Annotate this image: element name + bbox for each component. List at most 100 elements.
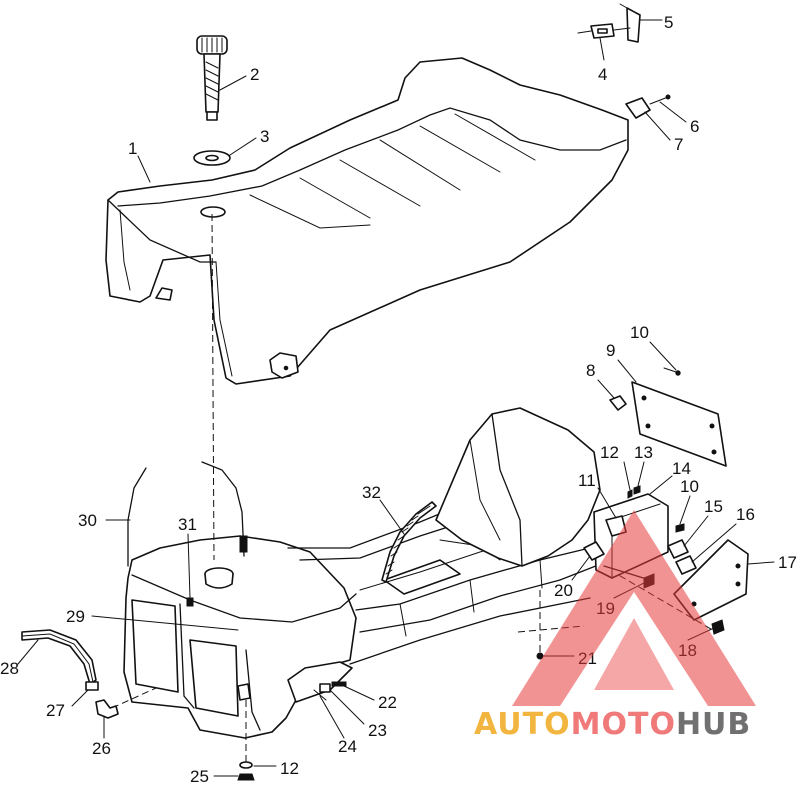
fuel-cap-stem (203, 53, 221, 113)
leader-3 (229, 137, 257, 156)
logo-text: AUTOMOTOHUB (474, 707, 751, 742)
leader-16 (691, 523, 737, 563)
callout-7: 7 (674, 135, 683, 154)
seat-mount-tab-rear (269, 352, 299, 379)
callout-16: 16 (736, 505, 755, 524)
vent-hose-30a (127, 467, 147, 567)
leader-17 (747, 561, 775, 565)
washer-12-lower (239, 761, 253, 769)
fuel-cap-tip (206, 111, 218, 121)
screw-10-head (675, 370, 681, 376)
rail-lower-inner (359, 561, 607, 633)
callout-4: 4 (598, 65, 607, 84)
clip-23 (319, 683, 331, 693)
leader-lines (17, 19, 775, 777)
seat-rib-3 (339, 159, 421, 207)
washer-hole (205, 154, 219, 162)
callout-12-lower: 12 (280, 759, 299, 778)
tank-top-edge (131, 574, 357, 623)
seat-front-inner (119, 209, 131, 291)
leader-11 (597, 487, 617, 519)
rail-cross-2 (469, 579, 475, 613)
mud-flap-9 (631, 381, 727, 467)
callout-1: 1 (128, 139, 137, 158)
fuel-line-32-hatch (385, 505, 431, 575)
callout-29: 29 (66, 607, 85, 626)
elbow-fitting-26 (95, 699, 119, 719)
nut-8 (609, 395, 627, 411)
fuel-line-32 (381, 501, 437, 583)
callout-30: 30 (78, 511, 97, 530)
plate-4-leader-a (577, 30, 592, 34)
fuel-tank-assembly (123, 535, 357, 739)
seat-mount-hole-rear (283, 365, 289, 371)
leader-31 (187, 533, 191, 599)
callout-15: 15 (704, 497, 723, 516)
callout-6: 6 (690, 117, 699, 136)
seat-inner-edge (215, 261, 233, 377)
tank-front-seam (179, 603, 195, 709)
leader-9 (617, 359, 637, 383)
leader-4 (599, 37, 605, 61)
hose-clamp-27 (85, 681, 99, 691)
fastener-13 (633, 485, 641, 495)
bolt-10 (675, 523, 685, 533)
seat-mount-tab-front (155, 287, 173, 301)
automotohub-logo: AUTOMOTOHUB (474, 510, 756, 742)
callout-31: 31 (178, 515, 197, 534)
leader-29 (91, 615, 239, 631)
callout-32: 32 (362, 483, 381, 502)
plate-4-leader-b (613, 27, 631, 31)
leader-24 (319, 695, 345, 739)
callout-27: 27 (46, 701, 65, 720)
fastener-12 (627, 489, 633, 499)
leader-10a (649, 341, 677, 371)
pin-6-head (665, 94, 671, 100)
callout-10-upper: 10 (630, 323, 649, 342)
tank-front-panel (131, 599, 179, 693)
bolt-18 (711, 619, 725, 635)
callout-8: 8 (586, 361, 595, 380)
seat-assembly (105, 57, 629, 385)
logo-text-moto: MOTO (571, 707, 676, 742)
mud-flap-hole-4 (711, 449, 717, 455)
clip-24 (313, 689, 327, 701)
mud-flap-hole-3 (645, 423, 651, 429)
leader-27 (71, 689, 89, 707)
vent-hose-30b-end (239, 535, 248, 553)
callout-14: 14 (672, 459, 691, 478)
rear-seat-hump (435, 407, 601, 567)
tank-side-panel (189, 639, 239, 717)
leader-15 (683, 515, 709, 547)
logo-triangle-icon (512, 510, 756, 706)
rail-plate (383, 559, 461, 595)
callout-25: 25 (190, 767, 209, 785)
leader-6 (659, 101, 687, 123)
tank-lower-edge (245, 649, 261, 731)
seat-rib-6 (454, 113, 536, 161)
leader-22 (343, 685, 375, 701)
callout-3: 3 (260, 127, 269, 146)
seat-rib-4 (379, 139, 461, 191)
leader-2 (219, 75, 247, 91)
rail-bottom (349, 597, 591, 665)
callout-9: 9 (606, 341, 615, 360)
seat-fuel-opening (200, 206, 226, 218)
pin-6 (649, 96, 669, 105)
clip-5 (626, 7, 641, 43)
leader-7 (644, 111, 671, 141)
fuel-cap-thread (205, 61, 219, 101)
callout-10-lower: 10 (680, 477, 699, 496)
screw-22 (331, 681, 347, 687)
callout-5: 5 (664, 13, 673, 32)
tank-vent-fitting (186, 597, 194, 607)
fuel-cap-knurl (201, 37, 223, 53)
screw-10-top (663, 367, 677, 373)
callout-2: 2 (250, 65, 259, 84)
plate-bracket-assembly (609, 367, 727, 467)
hump-ridge (491, 413, 523, 567)
callout-11: 11 (578, 471, 596, 490)
bushing-15 (667, 539, 689, 559)
